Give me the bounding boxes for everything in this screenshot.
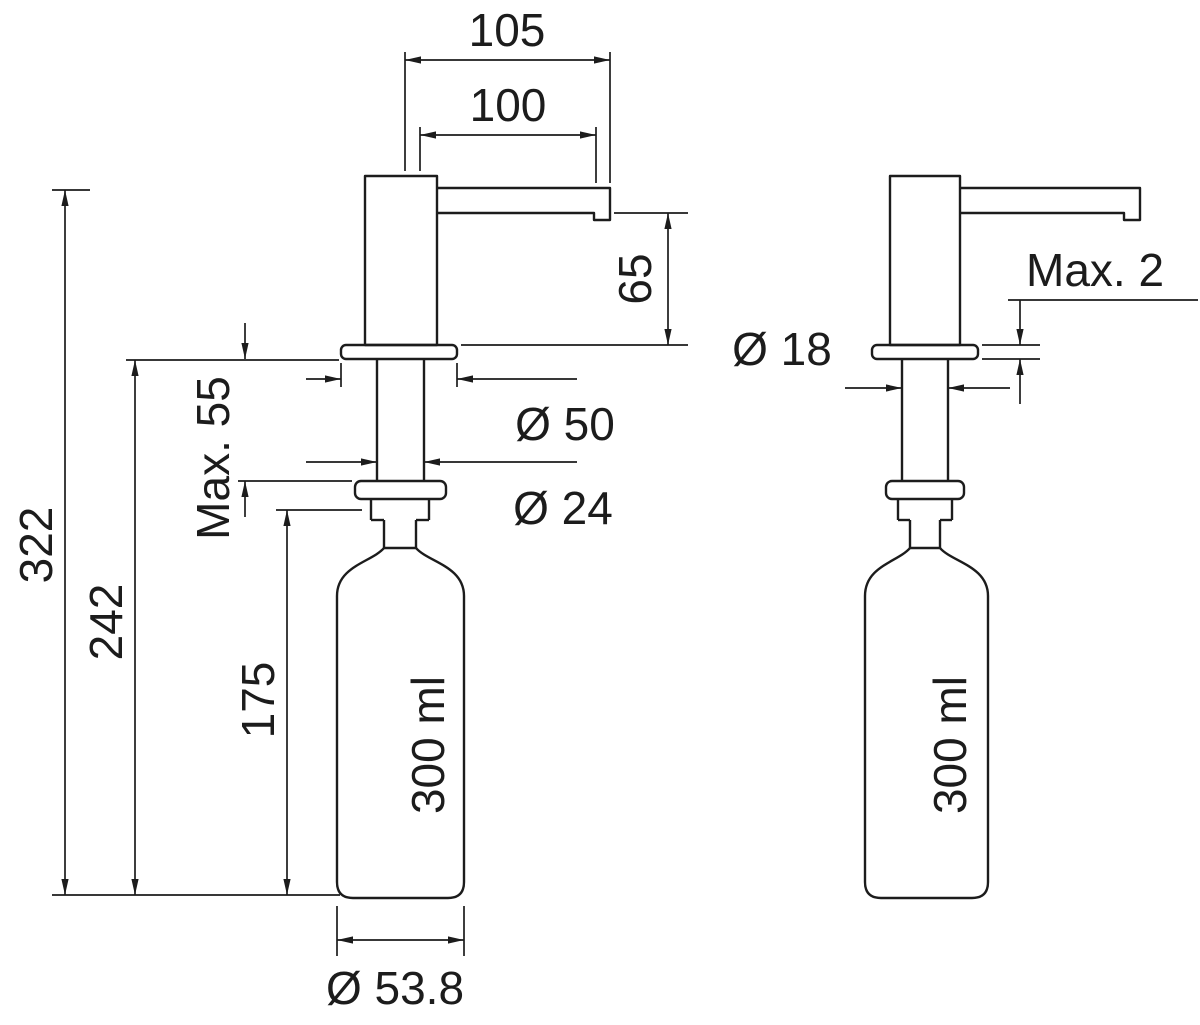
dim-175-label: 175: [232, 662, 284, 739]
dim-flange-diameter: [306, 363, 577, 387]
dim-100-label: 100: [470, 79, 547, 131]
spout: [437, 186, 612, 222]
pump-head: [888, 174, 962, 347]
dim-bottle-diameter: [336, 906, 465, 956]
mounting-nut: [353, 479, 448, 501]
deck-flange: [870, 343, 980, 361]
dim-total-height-label: 322: [10, 507, 62, 584]
dim-hole-diameter-label: Ø 18: [732, 323, 832, 375]
dim-bottle-diameter-label: Ø 53.8: [326, 962, 464, 1014]
dim-105-label: 105: [469, 4, 546, 56]
dim-65: [461, 212, 688, 346]
left-dispenser-drawing: 300 ml 105 100 65 322: [10, 4, 688, 1014]
dim-65-label: 65: [609, 253, 661, 304]
dim-105: [404, 52, 611, 183]
dim-max-deck-label: Max. 55: [187, 376, 239, 540]
dim-max-2: [982, 299, 1198, 404]
bottle: [335, 596, 466, 900]
dim-175: [276, 509, 362, 895]
bottle-neck: [863, 499, 990, 597]
threaded-shaft: [375, 359, 426, 481]
bottle-capacity-label-left: 300 ml: [402, 676, 454, 814]
spout: [960, 186, 1142, 222]
dim-flange-diameter-label: Ø 50: [515, 398, 615, 450]
threaded-shaft: [900, 359, 950, 481]
dim-max-55: [238, 323, 352, 517]
dim-242: [126, 359, 339, 895]
bottle-capacity-label-right: 300 ml: [924, 676, 976, 814]
dim-shaft-diameter-label: Ø 24: [513, 482, 613, 534]
bottle: [863, 596, 990, 900]
bottle-neck: [335, 499, 466, 597]
dim-max-2-label: Max. 2: [1026, 244, 1164, 296]
dim-322: [52, 189, 340, 896]
deck-flange: [339, 343, 459, 361]
pump-head: [363, 174, 439, 347]
dim-242-label: 242: [80, 584, 132, 661]
dim-100: [419, 127, 597, 183]
mounting-nut: [884, 479, 966, 501]
right-dispenser-drawing: 300 ml Ø 18 Max. 2: [732, 174, 1198, 900]
